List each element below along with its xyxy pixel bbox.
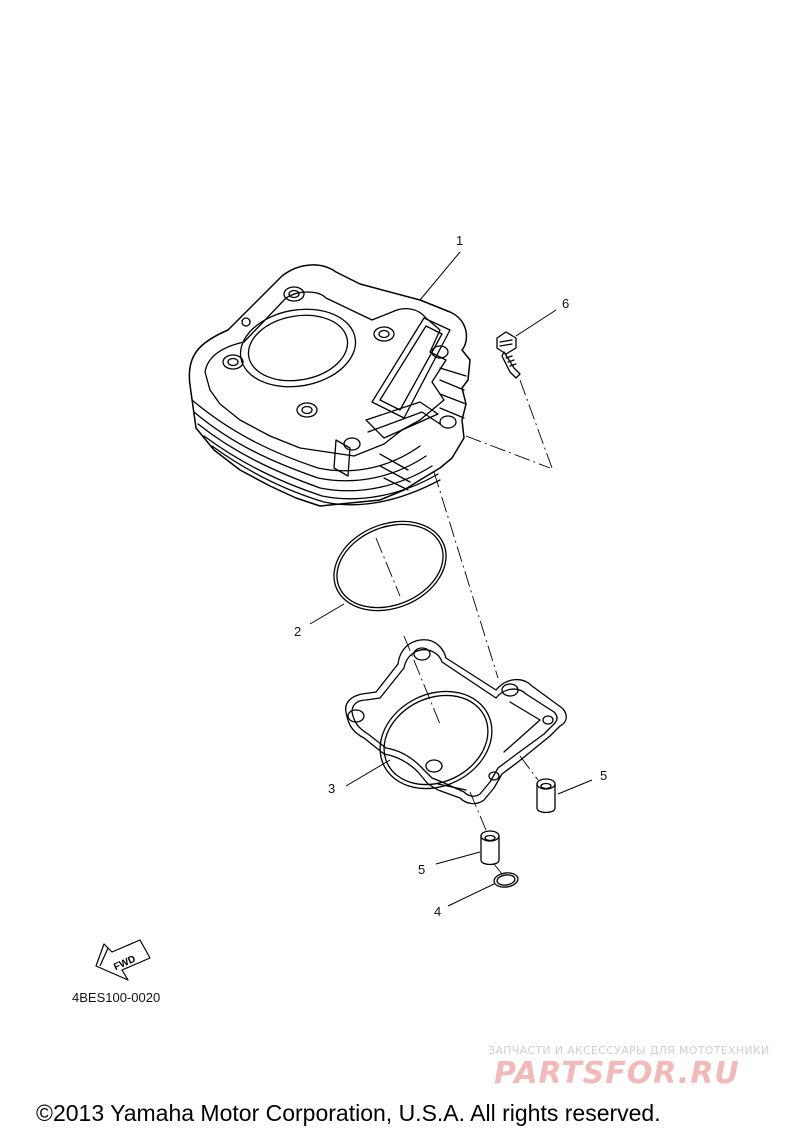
callout-2: 2 (294, 624, 302, 639)
dowel-pin-right (536, 778, 556, 814)
copyright-notice: ©2013 Yamaha Motor Corporation, U.S.A. A… (36, 1100, 661, 1126)
watermark-logo: PARTSFOR.RU (494, 1056, 740, 1091)
cylinder-part (188, 264, 471, 507)
fwd-label: FWD (112, 954, 137, 973)
callout-1: 1 (456, 233, 464, 248)
o-ring-part (333, 520, 447, 612)
gasket-part (345, 639, 567, 805)
callout-5-right: 5 (600, 768, 608, 783)
dowel-pin-left (480, 830, 500, 866)
small-o-ring-part (493, 872, 519, 888)
callout-3: 3 (328, 781, 336, 796)
assembly-lines (375, 379, 553, 875)
callout-6: 6 (562, 296, 570, 311)
bolt-part (496, 331, 521, 379)
fwd-arrow-icon (95, 939, 151, 981)
leader-lines (309, 251, 593, 907)
callout-4: 4 (434, 904, 442, 919)
callout-5-left: 5 (418, 862, 426, 877)
watermark-tagline: ЗАПЧАСТИ И АКСЕССУАРЫ ДЛЯ МОТОТЕХНИКИ (488, 1044, 770, 1057)
diagram-code: 4BES100-0020 (72, 990, 161, 1005)
